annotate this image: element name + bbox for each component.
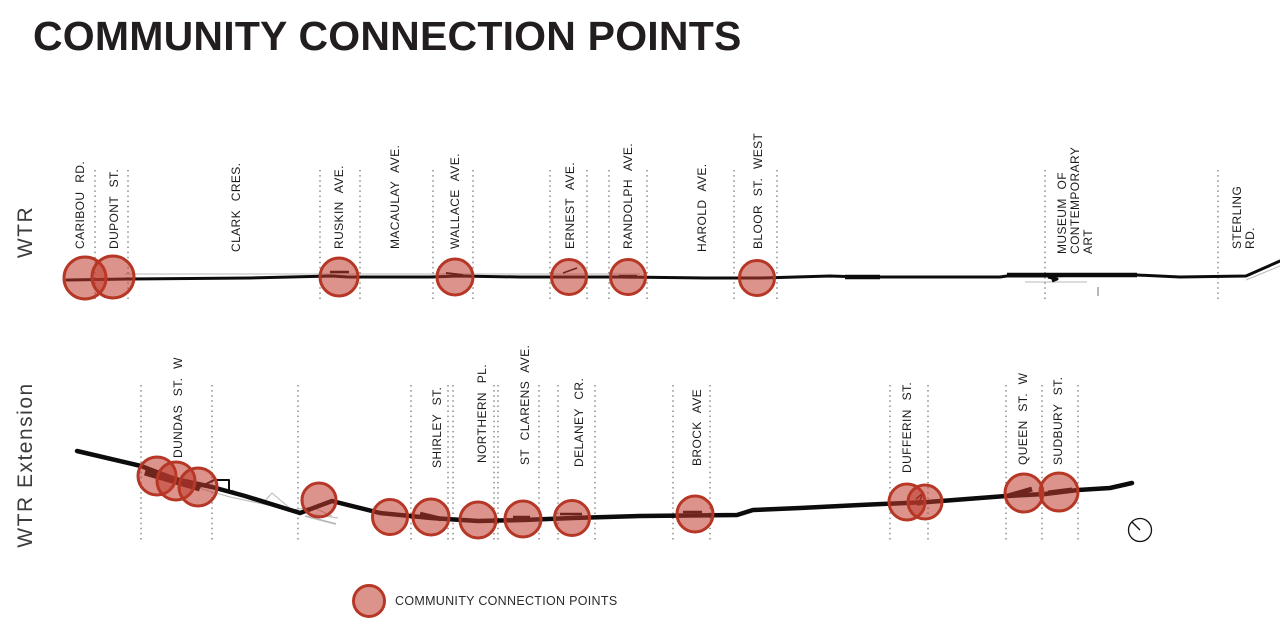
- connection-point: [738, 259, 776, 297]
- clock-icon: [1127, 517, 1153, 543]
- connection-point: [906, 483, 944, 521]
- connection-point: [553, 499, 591, 537]
- legend-label: COMMUNITY CONNECTION POINTS: [395, 594, 618, 608]
- connection-point: [371, 498, 409, 536]
- connection-point: [300, 481, 338, 519]
- connection-point: [177, 466, 219, 508]
- legend: COMMUNITY CONNECTION POINTS: [352, 584, 617, 618]
- connection-point-swatch-icon: [352, 584, 386, 618]
- connection-point: [411, 497, 451, 537]
- connection-point: [675, 494, 715, 534]
- connection-point: [458, 500, 498, 540]
- connection-point: [90, 254, 136, 300]
- secondary-track-line: [1245, 265, 1280, 281]
- rail-line-wtr-extension: [74, 448, 1135, 524]
- connection-point: [550, 258, 588, 296]
- row-wtr: [62, 170, 1280, 301]
- connection-point: [435, 257, 475, 297]
- track-detail-mark: [1047, 275, 1059, 283]
- connection-point: [503, 499, 543, 539]
- connection-point: [1003, 472, 1045, 514]
- row-wtr-extension: [74, 385, 1135, 540]
- connection-point: [609, 258, 647, 296]
- connection-point: [318, 256, 360, 298]
- secondary-track-line: [304, 515, 337, 525]
- page-title: COMMUNITY CONNECTION POINTS: [33, 13, 742, 59]
- connection-point: [1038, 471, 1080, 513]
